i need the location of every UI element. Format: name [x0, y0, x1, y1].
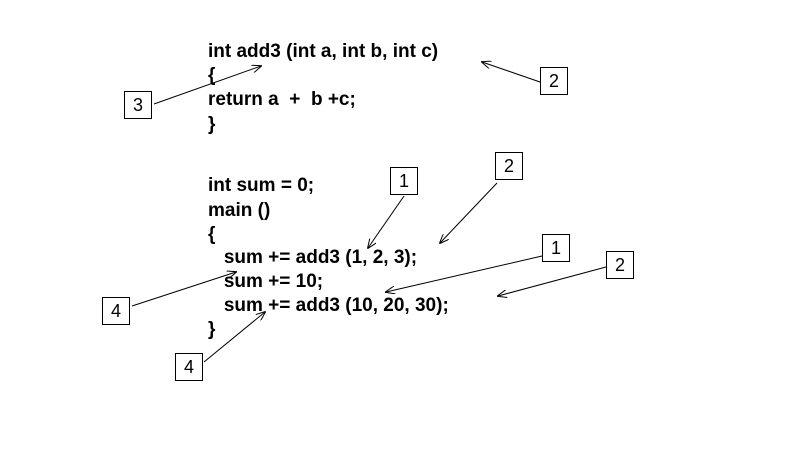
main-open-brace: {: [208, 224, 216, 245]
function-signature: int add3 (int a, int b, int c): [208, 41, 439, 62]
arrow-4-to-second-statement: [203, 312, 265, 363]
arrow-4-to-add-10: [131, 272, 236, 307]
return-statement: return a + b +c;: [208, 89, 356, 110]
main-statement-call-1: sum += add3 (1, 2, 3);: [208, 247, 418, 268]
label-box-4-add-10: 4: [102, 297, 130, 325]
label-box-2-second-args: 2: [606, 251, 634, 279]
function-close-brace: }: [208, 114, 216, 135]
label-box-4-second-statement: 4: [175, 353, 203, 381]
label-box-2-first-args: 2: [495, 152, 523, 180]
label-box-3: 3: [124, 91, 152, 119]
main-close-brace: }: [208, 319, 216, 340]
label-box-1-second-call: 1: [542, 234, 570, 262]
label-box-1-first-call: 1: [390, 167, 418, 195]
arrow-1-to-second-call: [386, 255, 543, 292]
arrow-2-to-second-args: [498, 266, 607, 296]
function-open-brace: {: [208, 65, 216, 86]
arrow-2-to-first-args: [440, 182, 498, 243]
global-declaration: int sum = 0;: [208, 175, 315, 196]
arrow-1-to-first-call: [368, 195, 405, 248]
arrow-2-to-params: [482, 62, 541, 83]
main-signature: main (): [208, 200, 271, 221]
arrow-3-to-open-brace: [153, 66, 261, 105]
label-box-2-params: 2: [540, 67, 568, 95]
main-statement-call-2: sum += add3 (10, 20, 30);: [208, 295, 449, 316]
